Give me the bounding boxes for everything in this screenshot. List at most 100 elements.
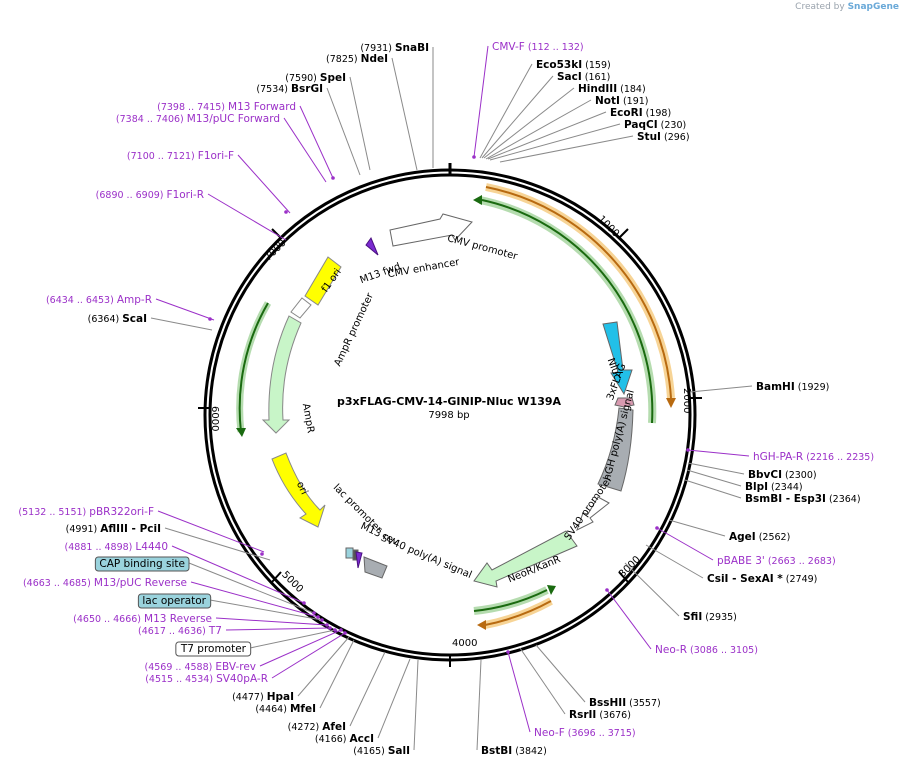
primer-site-mark <box>208 317 212 321</box>
label-name: AgeI <box>729 531 756 543</box>
label-name: BamHI <box>756 381 795 393</box>
label-name: M13/pUC Forward <box>187 113 280 125</box>
tick-1000 <box>618 228 629 239</box>
tick-5000 <box>271 571 282 583</box>
label-m13-forward: (7398 .. 7415) M13 Forward <box>157 101 296 113</box>
label-position: (4166) <box>315 734 350 745</box>
feature-box-cap-binding-site <box>94 556 190 572</box>
label-position: (184) <box>617 84 646 95</box>
label-hindiii: HindIII (184) <box>578 83 646 95</box>
orange-arc-bottom-arrow <box>477 620 486 630</box>
leader-ebv-rev <box>259 629 342 667</box>
label-position: (230) <box>658 120 687 131</box>
label-position: (1929) <box>795 382 830 393</box>
label-position: (6890 .. 6909) <box>96 190 167 201</box>
leader-scai <box>150 317 213 331</box>
label-pbr322ori-f: (5132 .. 5151) pBR322ori-F <box>18 506 154 518</box>
leader-pbr322ori-f <box>157 510 265 553</box>
label-position: (2562) <box>756 532 791 543</box>
primer-site-mark <box>686 448 690 452</box>
ampr-arrow <box>261 315 302 434</box>
leader-spei <box>349 76 371 171</box>
primer-site-mark <box>328 626 332 630</box>
label-position: (7931) <box>360 43 395 54</box>
leader-afliii-pcii <box>164 527 271 561</box>
label-name: F1ori-F <box>198 150 234 162</box>
label-ndei: (7825) NdeI <box>326 53 388 65</box>
label-name: pBR322ori-F <box>89 506 154 518</box>
green-arc-bottom-arrow <box>547 585 556 595</box>
label-csii-sexai: CsiI - SexAI * (2749) <box>707 573 817 585</box>
label-f1ori-r: (6890 .. 6909) F1ori-R <box>96 189 204 201</box>
label-snabi: (7931) SnaBI <box>360 42 429 54</box>
leader-cmv-f <box>473 45 489 158</box>
label-name: CAP binding site <box>99 558 185 570</box>
label-position: (7100 .. 7121) <box>127 151 198 162</box>
label-position: (2300) <box>782 470 817 481</box>
label-position: (3842) <box>512 746 547 757</box>
leader-bbvci <box>687 462 745 475</box>
label-t7-promoter: T7 promoter <box>180 643 247 655</box>
label-m13-puc-reverse: (4663 .. 4685) M13/pUC Reverse <box>23 577 187 589</box>
label-position: (198) <box>643 108 672 119</box>
label-position: (4617 .. 4636) <box>138 626 209 637</box>
cap-binding-site-box <box>345 547 354 559</box>
lac-promoter-label: lac promoter <box>331 482 385 536</box>
leader-lac-operator <box>209 599 323 621</box>
plasmid-size: 7998 bp <box>428 410 469 421</box>
primer-site-mark <box>320 618 324 622</box>
label-sfii: SfiI (2935) <box>683 611 737 623</box>
label-position: (7534) <box>256 84 291 95</box>
leader-hpai <box>297 636 350 697</box>
leader-eco53ki <box>479 63 533 159</box>
label-name: BsmBI - Esp3I <box>745 493 826 505</box>
label-position: (4569 .. 4588) <box>144 662 215 673</box>
label-blpi: BlpI (2344) <box>745 481 803 493</box>
tick-label-5000: 5000 <box>279 569 305 595</box>
label-position: (3676) <box>596 710 631 721</box>
green-arc-top-line <box>481 199 654 424</box>
leader-blpi <box>686 469 742 487</box>
leader-m13-reverse <box>215 617 328 626</box>
plasmid-name: p3xFLAG-CMV-14-GINIP-Nluc W139A <box>337 395 562 408</box>
leader-ecori <box>487 111 607 160</box>
leader-bsrgi <box>326 87 361 176</box>
leader-paqci <box>489 123 621 161</box>
label-name: BbvCI <box>748 469 782 481</box>
leader-bamhi <box>689 385 753 393</box>
label-spei: (7590) SpeI <box>285 72 346 84</box>
label-name: Eco53kI <box>536 59 582 71</box>
ampr-promoter-label: AmpR promoter <box>332 291 376 368</box>
label-position: (7384 .. 7406) <box>116 114 187 125</box>
label-position: (112 .. 132) <box>525 42 584 53</box>
label-position: (4165) <box>353 746 388 757</box>
label-position: (6434 .. 6453) <box>46 295 117 306</box>
site-labels: (7931) SnaBI(7825) NdeI (7590) SpeI(7534)… <box>18 41 874 757</box>
label-amp-r: (6434 .. 6453) Amp-R <box>46 294 152 306</box>
label-eco53ki: Eco53kI (159) <box>536 59 611 71</box>
label-name: AfeI <box>322 721 346 733</box>
orange-arc-top-arrow <box>666 398 676 408</box>
label-bsmbi-esp3i: BsmBI - Esp3I (2364) <box>745 493 861 505</box>
green-arc-left-line <box>238 302 269 433</box>
label-bamhi: BamHI (1929) <box>756 381 829 393</box>
label-afliii-pcii: (4991) AflIII - PciI <box>66 523 161 535</box>
m13-rev-arrow <box>355 551 363 569</box>
label-name: HpaI <box>267 691 294 703</box>
label-bsshii: BssHII (3557) <box>589 697 661 709</box>
leader-mfei <box>319 639 355 709</box>
leader-ndei <box>391 57 418 171</box>
label-name: BlpI <box>745 481 768 493</box>
leader-bsmbi-esp3i <box>684 479 742 499</box>
leader-hindiii <box>483 87 575 159</box>
label-position: (191) <box>620 96 649 107</box>
orange-arc-top-line <box>485 186 672 399</box>
label-name: RsrII <box>569 709 596 721</box>
ampr-label: AmpR <box>300 403 316 434</box>
leader-sali <box>413 659 419 751</box>
label-position: (4881 .. 4898) <box>65 542 136 553</box>
m13-fwd-arrow <box>365 236 379 256</box>
green-arc-bottom-line <box>473 589 548 612</box>
primer-site-mark <box>339 628 343 632</box>
